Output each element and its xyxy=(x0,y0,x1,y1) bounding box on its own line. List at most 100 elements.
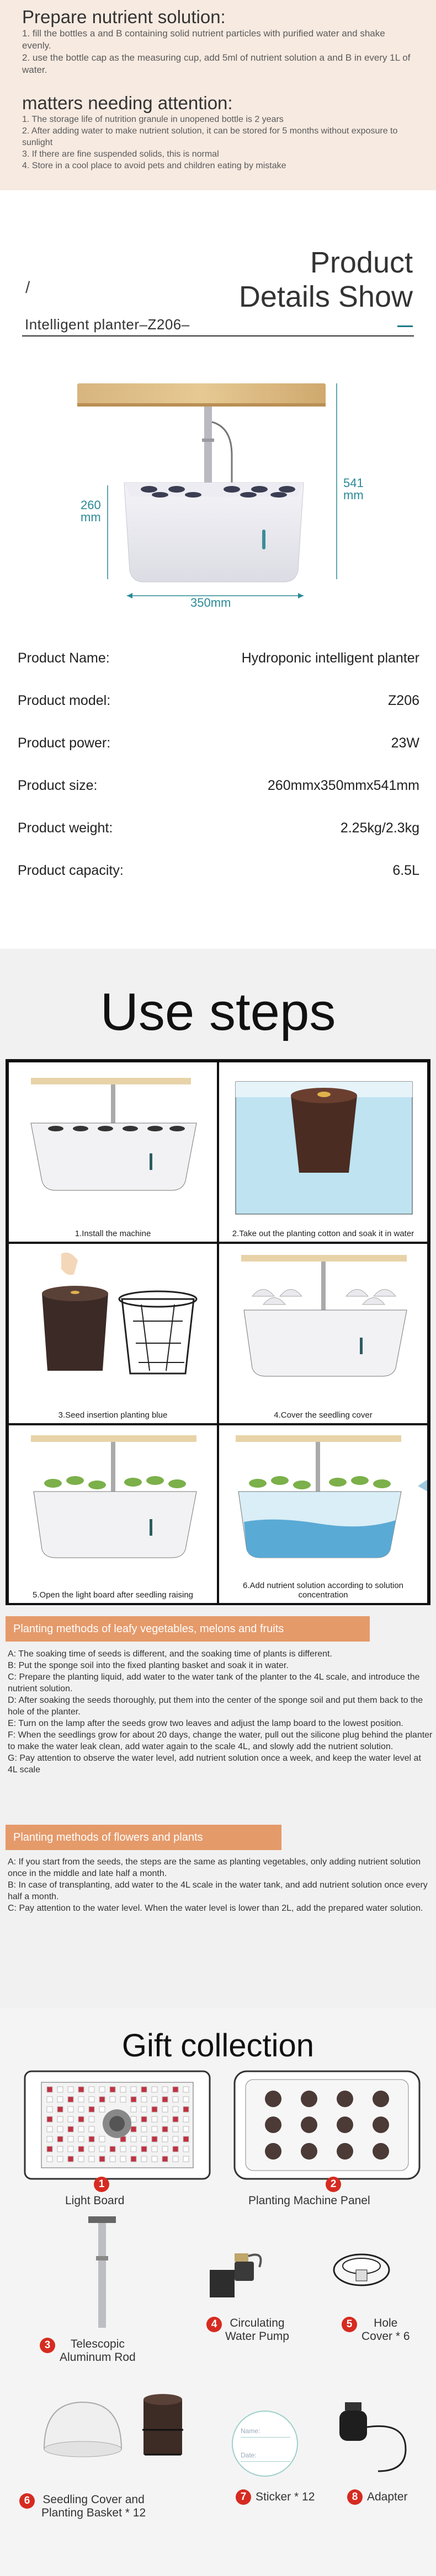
led-chip xyxy=(183,2096,189,2103)
led-chip xyxy=(141,2156,147,2162)
model-underline xyxy=(22,335,414,336)
led-chip xyxy=(88,2116,95,2123)
led-chip xyxy=(151,2116,158,2123)
gift-label-8: Adapter xyxy=(367,2491,408,2503)
light-board-image xyxy=(24,2070,211,2180)
led-chip xyxy=(141,2086,147,2093)
spec-row: Product Name:Hydroponic intelligent plan… xyxy=(18,650,419,666)
step-2-panel: 2.Take out the planting cotton and soak … xyxy=(218,1061,428,1243)
led-chip xyxy=(162,2146,168,2152)
led-chip xyxy=(67,2126,74,2133)
aluminum-rod-image xyxy=(88,2216,116,2328)
led-chip xyxy=(141,2106,147,2113)
led-chip xyxy=(46,2146,53,2152)
gift-section: Gift collection 1 Light Board 2 Plantin xyxy=(0,2008,436,2576)
sticker-date-label: Date: xyxy=(241,2451,257,2459)
sticker-image: Name: Date: xyxy=(232,2411,298,2477)
led-chip xyxy=(130,2156,137,2162)
badge-6: 6 xyxy=(19,2493,35,2509)
led-chip xyxy=(46,2126,53,2133)
veg-method-text: A: The soaking time of seeds is differen… xyxy=(8,1648,433,1776)
led-chip xyxy=(130,2136,137,2142)
led-chip xyxy=(88,2156,95,2162)
led-chip xyxy=(172,2156,179,2162)
step-6-caption: 6.Add nutrient solution according to sol… xyxy=(242,1581,404,1600)
spec-row: Product weight:2.25kg/2.3kg xyxy=(18,820,419,836)
step-2-caption: 2.Take out the planting cotton and soak … xyxy=(232,1229,414,1238)
note-4: 4. Store in a cool place to avoid pets a… xyxy=(22,161,286,170)
led-chip xyxy=(109,2086,116,2093)
badge-1: 1 xyxy=(94,2177,109,2192)
led-chip xyxy=(162,2096,168,2103)
step-1-panel: 1.Install the machine xyxy=(8,1061,218,1243)
led-chip xyxy=(88,2096,95,2103)
use-steps-section: Use steps 1.Install the machine xyxy=(0,949,436,2008)
led-chip xyxy=(183,2086,189,2093)
led-chip xyxy=(172,2146,179,2152)
attention-notes: 1. The storage life of nutrition granule… xyxy=(22,114,414,172)
led-chip xyxy=(67,2086,74,2093)
led-chip xyxy=(57,2136,63,2142)
hole-cover-image xyxy=(333,2253,390,2286)
step-1-illustration xyxy=(30,1078,197,1191)
led-chip xyxy=(162,2106,168,2113)
led-chip xyxy=(57,2116,63,2123)
led-chip xyxy=(78,2086,84,2093)
flower-step-c: C: Pay attention to the water level. Whe… xyxy=(8,1904,423,1913)
planting-panel-image xyxy=(233,2070,421,2180)
led-chip xyxy=(88,2146,95,2152)
led-chip xyxy=(172,2116,179,2123)
veg-step-e: E: Turn on the lamp after the seeds grow… xyxy=(8,1719,403,1728)
note-3: 3. If there are fine suspended solids, t… xyxy=(22,149,219,159)
details-title-line1: Product xyxy=(310,246,413,279)
gift-label-4: Circulating Water Pump xyxy=(225,2317,289,2343)
gift-title: Gift collection xyxy=(121,2028,315,2064)
led-chip xyxy=(151,2136,158,2142)
step-2-illustration xyxy=(235,1081,413,1215)
led-chip xyxy=(78,2096,84,2103)
led-chip xyxy=(46,2136,53,2142)
led-chip xyxy=(141,2136,147,2142)
led-chip xyxy=(183,2116,189,2123)
led-chip xyxy=(120,2096,126,2103)
led-chip xyxy=(172,2106,179,2113)
led-chip xyxy=(141,2146,147,2152)
led-chip xyxy=(99,2136,105,2142)
veg-method-banner: Planting methods of leafy vegetables, me… xyxy=(6,1616,370,1642)
led-chip xyxy=(130,2096,137,2103)
led-chip xyxy=(151,2106,158,2113)
dim-width: 350mm xyxy=(190,596,231,610)
flower-method-banner: Planting methods of flowers and plants xyxy=(6,1825,281,1850)
flower-method-text: A: If you start from the seeds, the step… xyxy=(8,1856,433,1914)
led-chip xyxy=(57,2126,63,2133)
spec-row: Product model:Z206 xyxy=(18,693,419,708)
led-chip xyxy=(151,2126,158,2133)
water-pump-image xyxy=(210,2253,262,2297)
led-chip xyxy=(183,2156,189,2162)
led-chip xyxy=(78,2136,84,2142)
veg-step-b: B: Put the sponge soil into the fixed pl… xyxy=(8,1661,289,1670)
nutrient-title: Prepare nutrient solution: xyxy=(22,7,226,27)
led-chip xyxy=(183,2126,189,2133)
nutrient-step-1: 1. fill the bottles a and B containing s… xyxy=(22,28,385,51)
led-chip xyxy=(99,2146,105,2152)
led-chip xyxy=(130,2116,137,2123)
led-chip xyxy=(99,2156,105,2162)
led-chip xyxy=(151,2156,158,2162)
sticker-line-1 xyxy=(241,2437,290,2438)
led-chip xyxy=(172,2096,179,2103)
gift-label-5: Hole Cover * 6 xyxy=(361,2317,410,2343)
badge-7: 7 xyxy=(236,2489,251,2505)
led-chip xyxy=(130,2086,137,2093)
led-chip xyxy=(57,2086,63,2093)
gift-item-2: 2 Planting Machine Panel xyxy=(248,2177,370,2208)
sticker-line-2 xyxy=(241,2461,290,2462)
led-chip xyxy=(78,2126,84,2133)
flower-step-a: A: If you start from the seeds, the step… xyxy=(8,1857,421,1878)
led-chip xyxy=(151,2146,158,2152)
steps-grid: 1.Install the machine 2.Take out the pla… xyxy=(6,1059,430,1605)
badge-4: 4 xyxy=(206,2317,222,2332)
led-chip xyxy=(78,2146,84,2152)
led-chip xyxy=(151,2096,158,2103)
